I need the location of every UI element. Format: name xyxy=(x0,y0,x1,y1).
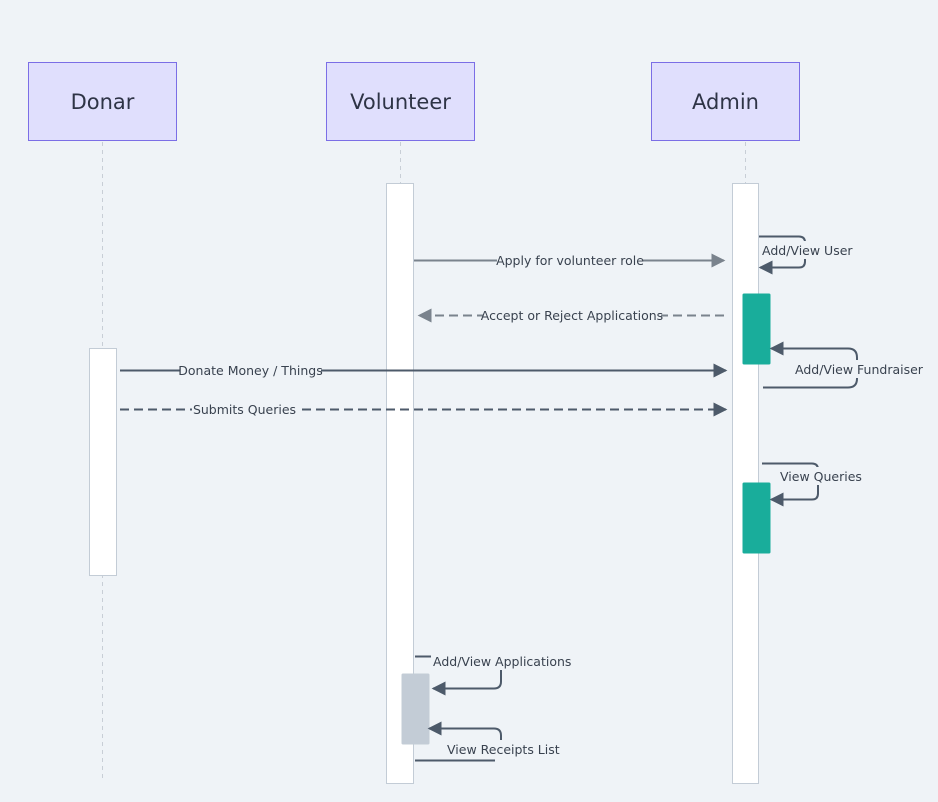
activation-admin-fundraiser xyxy=(742,293,771,365)
message-submit-queries: Submits Queries xyxy=(120,400,728,419)
actor-volunteer: Volunteer xyxy=(326,62,475,141)
actor-admin: Admin xyxy=(651,62,800,141)
self-message-label: Add/View Fundraiser xyxy=(795,362,924,377)
self-message-view-queries: View Queries xyxy=(762,462,862,507)
actor-label-donar: Donar xyxy=(71,90,135,114)
self-message-label: View Queries xyxy=(780,469,862,484)
actor-label-admin: Admin xyxy=(692,90,759,114)
message-label: Apply for volunteer role xyxy=(496,253,644,268)
self-message-add-view-applications: Add/View Applications xyxy=(415,652,571,689)
message-label: Donate Money / Things xyxy=(178,363,322,378)
self-message-add-view-user: Add/View User xyxy=(758,235,853,275)
self-message-label: Add/View User xyxy=(762,243,853,258)
activation-donar xyxy=(89,348,117,576)
message-accept-reject: Accept or Reject Applications xyxy=(417,306,724,325)
message-apply-volunteer-role: Apply for volunteer role xyxy=(414,251,726,270)
message-label: Submits Queries xyxy=(193,402,296,417)
message-donate: Donate Money / Things xyxy=(120,361,728,380)
self-message-add-view-fundraiser: Add/View Fundraiser xyxy=(763,341,924,389)
activation-volunteer-applications xyxy=(401,673,430,745)
self-message-view-receipts: View Receipts List xyxy=(415,721,560,762)
self-message-label: View Receipts List xyxy=(447,742,560,757)
self-message-label: Add/View Applications xyxy=(433,654,571,669)
self-message-arrow xyxy=(415,655,502,689)
actor-label-volunteer: Volunteer xyxy=(350,90,451,114)
self-message-arrow xyxy=(427,721,502,740)
message-label: Accept or Reject Applications xyxy=(481,308,663,323)
activation-admin-queries xyxy=(742,482,771,554)
actor-donar: Donar xyxy=(28,62,177,141)
